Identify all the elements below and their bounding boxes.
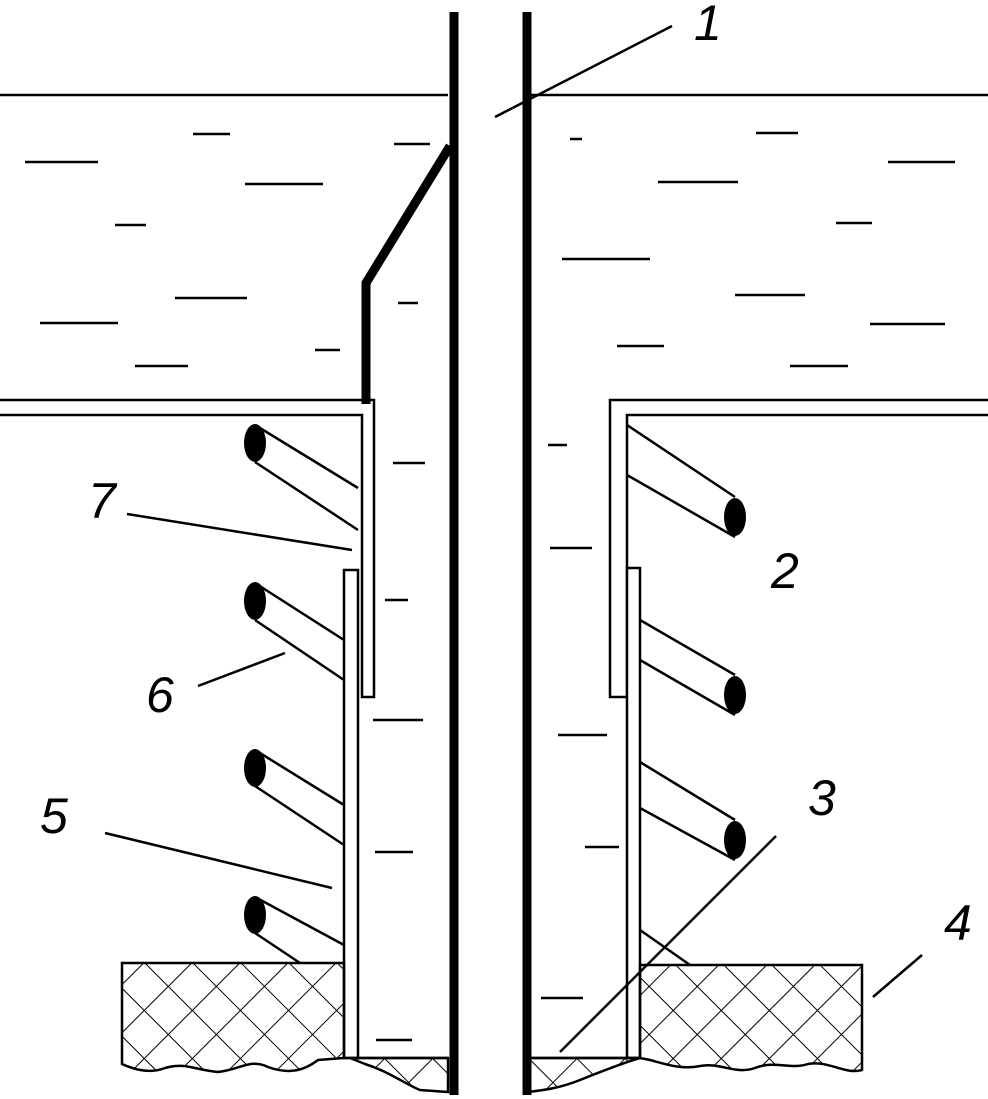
anchor-rods-right	[626, 423, 746, 967]
label-3: 3	[808, 770, 836, 826]
label-5: 5	[40, 788, 68, 844]
bottom-plug	[344, 1056, 641, 1094]
anchor-rods-left	[244, 423, 359, 965]
rock-layer-right	[638, 963, 864, 1073]
label-2: 2	[770, 543, 799, 599]
drill-pipe	[361, 12, 532, 1095]
label-6: 6	[146, 667, 174, 723]
seabed-surface	[0, 398, 988, 699]
annulus-dashes	[373, 301, 619, 1042]
leader-lines	[104, 24, 923, 1053]
label-4: 4	[944, 895, 972, 951]
inner-casing	[342, 566, 642, 1060]
rock-layer-left	[120, 961, 346, 1074]
label-7: 7	[88, 473, 118, 529]
water-dashes	[25, 131, 955, 368]
label-1: 1	[694, 0, 722, 51]
